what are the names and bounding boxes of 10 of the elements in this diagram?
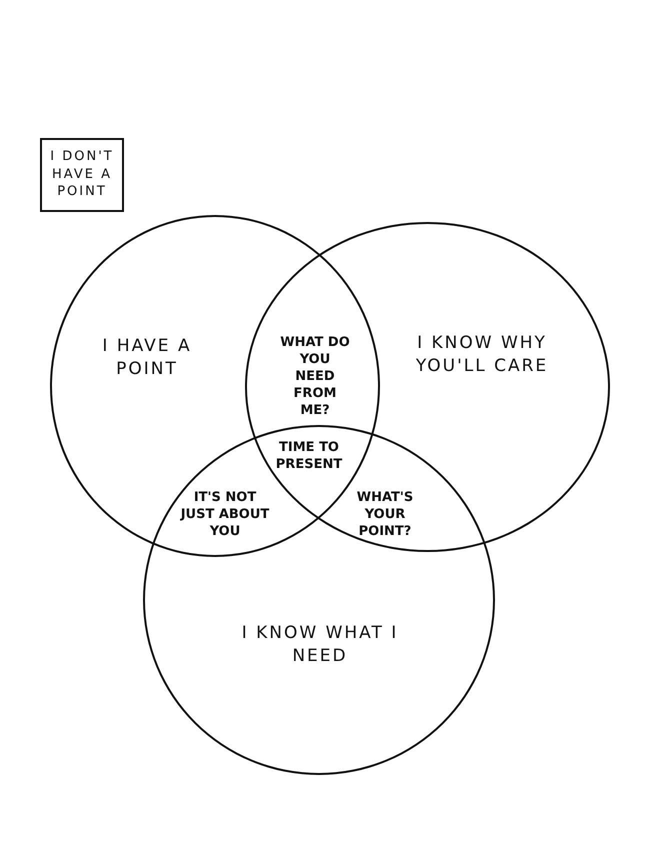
- region-label: TIME TO PRESENT: [274, 440, 344, 474]
- region-label: WHAT'S YOUR POINT?: [356, 490, 414, 541]
- region-label: IT'S NOT JUST ABOUT YOU: [180, 490, 270, 541]
- note-box: [40, 138, 124, 212]
- set-label: I HAVE A POINT: [101, 335, 193, 381]
- set-label: I KNOW WHAT I NEED: [240, 622, 400, 668]
- venn-circle: [143, 425, 495, 775]
- set-label: I KNOW WHY YOU'LL CARE: [414, 332, 550, 378]
- note-text: I DON'T HAVE A POINT: [49, 148, 115, 201]
- region-label: WHAT DO YOU NEED FROM ME?: [279, 335, 351, 420]
